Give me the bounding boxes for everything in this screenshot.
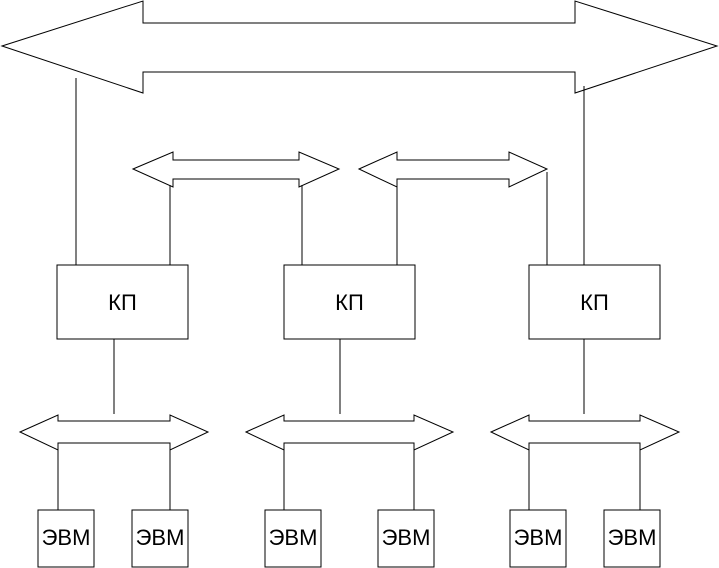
computer-node: ЭВМ bbox=[377, 509, 435, 568]
computer-box bbox=[603, 509, 661, 568]
computer-node: ЭВМ bbox=[603, 509, 661, 568]
computer-box bbox=[37, 509, 95, 568]
local-bus-arrow-2 bbox=[244, 414, 455, 451]
computer-node: ЭВМ bbox=[131, 509, 189, 568]
controller-box bbox=[283, 264, 416, 340]
main-bus-arrow bbox=[0, 0, 719, 94]
controller-node: КП bbox=[283, 264, 416, 340]
controller-label: КП bbox=[108, 290, 137, 315]
computer-label: ЭВМ bbox=[42, 525, 91, 550]
controller-box bbox=[528, 264, 661, 340]
controller-box bbox=[56, 264, 189, 340]
computer-node: ЭВМ bbox=[37, 509, 95, 568]
computer-box bbox=[377, 509, 435, 568]
computer-box bbox=[131, 509, 189, 568]
controller-node: КП bbox=[56, 264, 189, 340]
computer-label: ЭВМ bbox=[136, 525, 185, 550]
controller-label: КП bbox=[580, 290, 609, 315]
computer-label: ЭВМ bbox=[608, 525, 657, 550]
computer-node: ЭВМ bbox=[264, 509, 322, 568]
computer-label: ЭВМ bbox=[514, 525, 563, 550]
computer-node: ЭВМ bbox=[509, 509, 567, 568]
computer-box bbox=[509, 509, 567, 568]
local-bus-arrow-3 bbox=[489, 414, 681, 451]
middle-bus-arrow-left bbox=[131, 151, 341, 188]
middle-bus-arrow-right bbox=[357, 151, 549, 188]
controller-label: КП bbox=[335, 290, 364, 315]
computer-label: ЭВМ bbox=[269, 525, 318, 550]
local-bus-arrow-1 bbox=[18, 414, 210, 451]
controller-node: КП bbox=[528, 264, 661, 340]
computer-label: ЭВМ bbox=[382, 525, 431, 550]
computer-box bbox=[264, 509, 322, 568]
